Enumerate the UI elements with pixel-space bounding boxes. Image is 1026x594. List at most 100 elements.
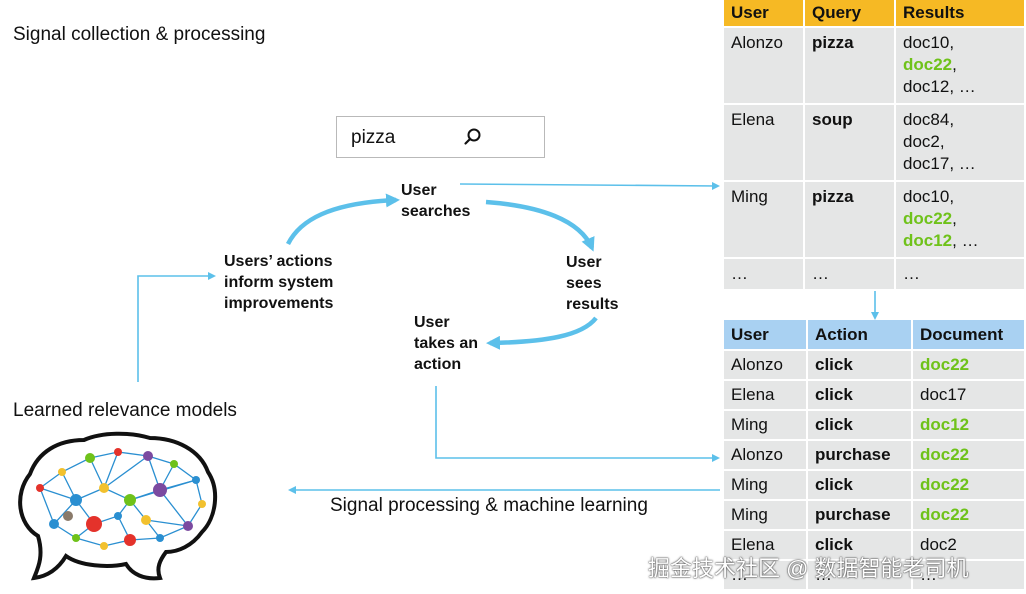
cell-action: click xyxy=(808,471,913,501)
col-header-results: Results xyxy=(896,0,1026,28)
brain-network-illustration xyxy=(18,431,218,581)
cell-user: Elena xyxy=(724,531,808,561)
search-query: pizza xyxy=(351,127,396,148)
cell-ellipsis: … xyxy=(724,561,808,591)
cell-results: doc10,doc22,doc12, … xyxy=(896,182,1026,259)
cycle-arrow-search-to-results xyxy=(485,199,595,252)
result-line: doc84, xyxy=(903,109,1024,131)
cell-query: soup xyxy=(805,105,896,182)
cell-user: Ming xyxy=(724,471,808,501)
result-line: doc10, xyxy=(903,32,1024,54)
signal-processing-label: Signal processing & machine learning xyxy=(330,495,648,516)
cell-document: doc2 xyxy=(913,531,1026,561)
col-header-document: Document xyxy=(913,320,1026,351)
cell-user: Ming xyxy=(724,501,808,531)
cell-ellipsis: … xyxy=(805,259,896,291)
cell-query: pizza xyxy=(805,28,896,105)
result-line: doc12, … xyxy=(903,76,1024,98)
cell-user: Ming xyxy=(724,411,808,441)
result-doc: doc10, xyxy=(903,187,955,206)
cell-user: Alonzo xyxy=(724,441,808,471)
cell-query: pizza xyxy=(805,182,896,259)
cell-document: doc22 xyxy=(913,351,1026,381)
cell-results: doc10,doc22,doc12, … xyxy=(896,28,1026,105)
cell-user: Ming xyxy=(724,182,805,259)
cycle-arrow-results-to-action xyxy=(486,316,598,350)
cell-ellipsis: … xyxy=(724,259,805,291)
result-doc: doc17, … xyxy=(903,154,976,173)
brain-nodes xyxy=(36,448,206,550)
result-suffix: , xyxy=(952,209,957,228)
col-header-query: Query xyxy=(805,0,896,28)
cycle-arrow-improve-to-search xyxy=(285,193,400,246)
results-header-row: User Query Results xyxy=(724,0,1026,28)
arrow-searches-to-results-table xyxy=(459,181,720,190)
col-header-user: User xyxy=(724,0,805,28)
cell-action: click xyxy=(808,381,913,411)
actions-header-row: User Action Document xyxy=(724,320,1026,351)
result-doc: doc22 xyxy=(903,209,953,228)
result-line: doc22, xyxy=(903,208,1024,230)
table-row-ellipsis: ……… xyxy=(724,259,1026,291)
result-doc: doc12 xyxy=(903,231,953,250)
cell-action: click xyxy=(808,411,913,441)
cell-document: doc22 xyxy=(913,471,1026,501)
cell-user: Alonzo xyxy=(724,28,805,105)
arrow-action-to-actions-table xyxy=(435,386,720,462)
cell-document: doc22 xyxy=(913,501,1026,531)
col-header-action: Action xyxy=(808,320,913,351)
result-doc: doc2, xyxy=(903,132,945,151)
result-line: doc12, … xyxy=(903,230,1024,252)
result-line: doc2, xyxy=(903,131,1024,153)
cell-user: Elena xyxy=(724,105,805,182)
table-row-ellipsis: ……… xyxy=(724,561,1026,591)
cell-document: doc12 xyxy=(913,411,1026,441)
search-box[interactable]: pizza xyxy=(336,116,545,158)
watermark: 掘金技术社区 @ 数据智能老司机 xyxy=(648,556,969,581)
cell-results: doc84, doc2, doc17, … xyxy=(896,105,1026,182)
section-title-models: Learned relevance models xyxy=(13,400,237,421)
cell-document: doc22 xyxy=(913,441,1026,471)
result-suffix: , … xyxy=(952,231,979,250)
result-line: doc17, … xyxy=(903,153,1024,175)
cell-user: Alonzo xyxy=(724,351,808,381)
arrow-models-to-improvements xyxy=(137,272,216,382)
result-line: doc22, xyxy=(903,54,1024,76)
cell-ellipsis: … xyxy=(808,561,913,591)
result-doc: doc10, xyxy=(903,33,955,52)
search-icon xyxy=(464,128,481,145)
cell-user: Elena xyxy=(724,381,808,411)
result-suffix: , xyxy=(952,55,957,74)
result-doc: doc12, … xyxy=(903,77,976,96)
brain-outline xyxy=(18,431,218,581)
result-line: doc10, xyxy=(903,186,1024,208)
cell-action: click xyxy=(808,531,913,561)
cell-action: click xyxy=(808,351,913,381)
cell-ellipsis: … xyxy=(913,561,1026,591)
cell-action: purchase xyxy=(808,501,913,531)
col-header-user: User xyxy=(724,320,808,351)
cell-ellipsis: … xyxy=(896,259,1026,291)
section-title-signal: Signal collection & processing xyxy=(13,24,266,45)
cell-action: purchase xyxy=(808,441,913,471)
cell-document: doc17 xyxy=(913,381,1026,411)
result-doc: doc22 xyxy=(903,55,953,74)
result-doc: doc84, xyxy=(903,110,955,129)
